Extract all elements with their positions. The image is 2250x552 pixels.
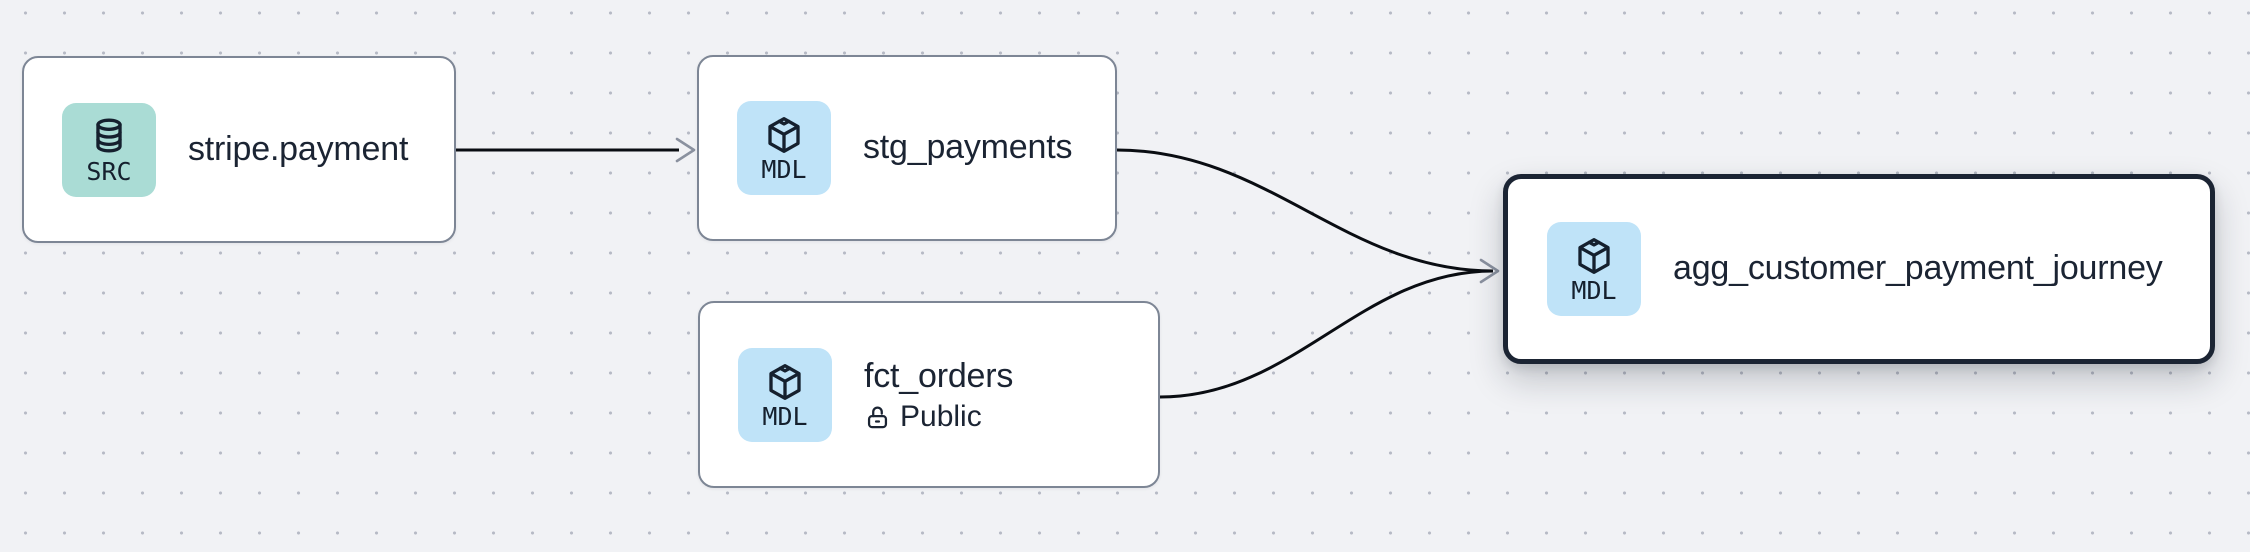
node-title: fct_orders [864, 356, 1014, 395]
cube-icon [769, 363, 801, 400]
node-agg-customer-payment-journey[interactable]: MDL agg_customer_payment_journey [1503, 174, 2215, 364]
model-badge: MDL [737, 101, 831, 195]
node-stg-payments[interactable]: MDL stg_payments [697, 55, 1117, 241]
node-fct-orders[interactable]: MDL fct_orders Public [698, 301, 1160, 488]
visibility-row: Public [864, 402, 1013, 432]
arrowhead-icon [675, 137, 696, 163]
cube-icon [1578, 238, 1610, 274]
visibility-label: Public [900, 400, 982, 434]
badge-label: SRC [86, 156, 132, 186]
node-title: stripe.payment [188, 129, 409, 168]
node-title: stg_payments [863, 128, 1073, 167]
badge-label: MDL [762, 401, 808, 431]
arrowhead-icon [1479, 258, 1500, 284]
cube-icon [768, 117, 800, 153]
badge-label: MDL [761, 155, 807, 184]
edge-fct-orders-to-agg-customer-payment-journey [1159, 269, 1494, 399]
badge-label: MDL [1571, 276, 1617, 305]
source-badge: SRC [62, 102, 156, 197]
model-badge: MDL [738, 347, 832, 442]
model-badge: MDL [1547, 222, 1641, 316]
lock-open-icon [867, 406, 888, 428]
database-icon [96, 118, 122, 152]
node-stripe-payment[interactable]: SRC stripe.payment [22, 56, 456, 243]
edge-stg-payments-to-agg-customer-payment-journey [1116, 148, 1494, 273]
node-title: agg_customer_payment_journey [1673, 249, 2163, 288]
